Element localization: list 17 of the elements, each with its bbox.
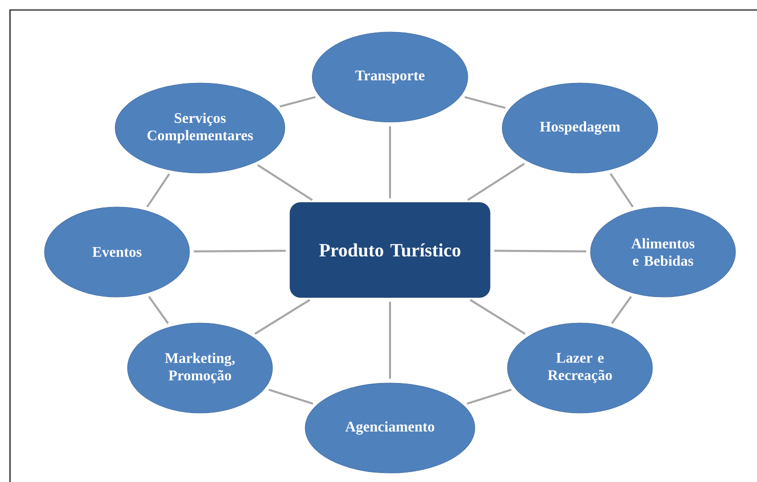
connector-line [389, 126, 391, 198]
connector-line [470, 299, 526, 335]
connector-line [254, 299, 310, 335]
connector-line [611, 296, 632, 324]
connector-line [464, 96, 506, 109]
connector-line [466, 388, 512, 405]
connector-line [268, 388, 314, 405]
connector-line [494, 250, 586, 252]
connector-line [610, 172, 634, 208]
connector-line [257, 164, 313, 201]
connector-line [389, 302, 391, 379]
connector-line [467, 162, 525, 201]
connector-line [194, 250, 286, 252]
connector-line [280, 96, 316, 108]
connector-line [146, 173, 170, 208]
center-box: Produto Turístico [290, 202, 490, 298]
connector-line [148, 296, 169, 324]
